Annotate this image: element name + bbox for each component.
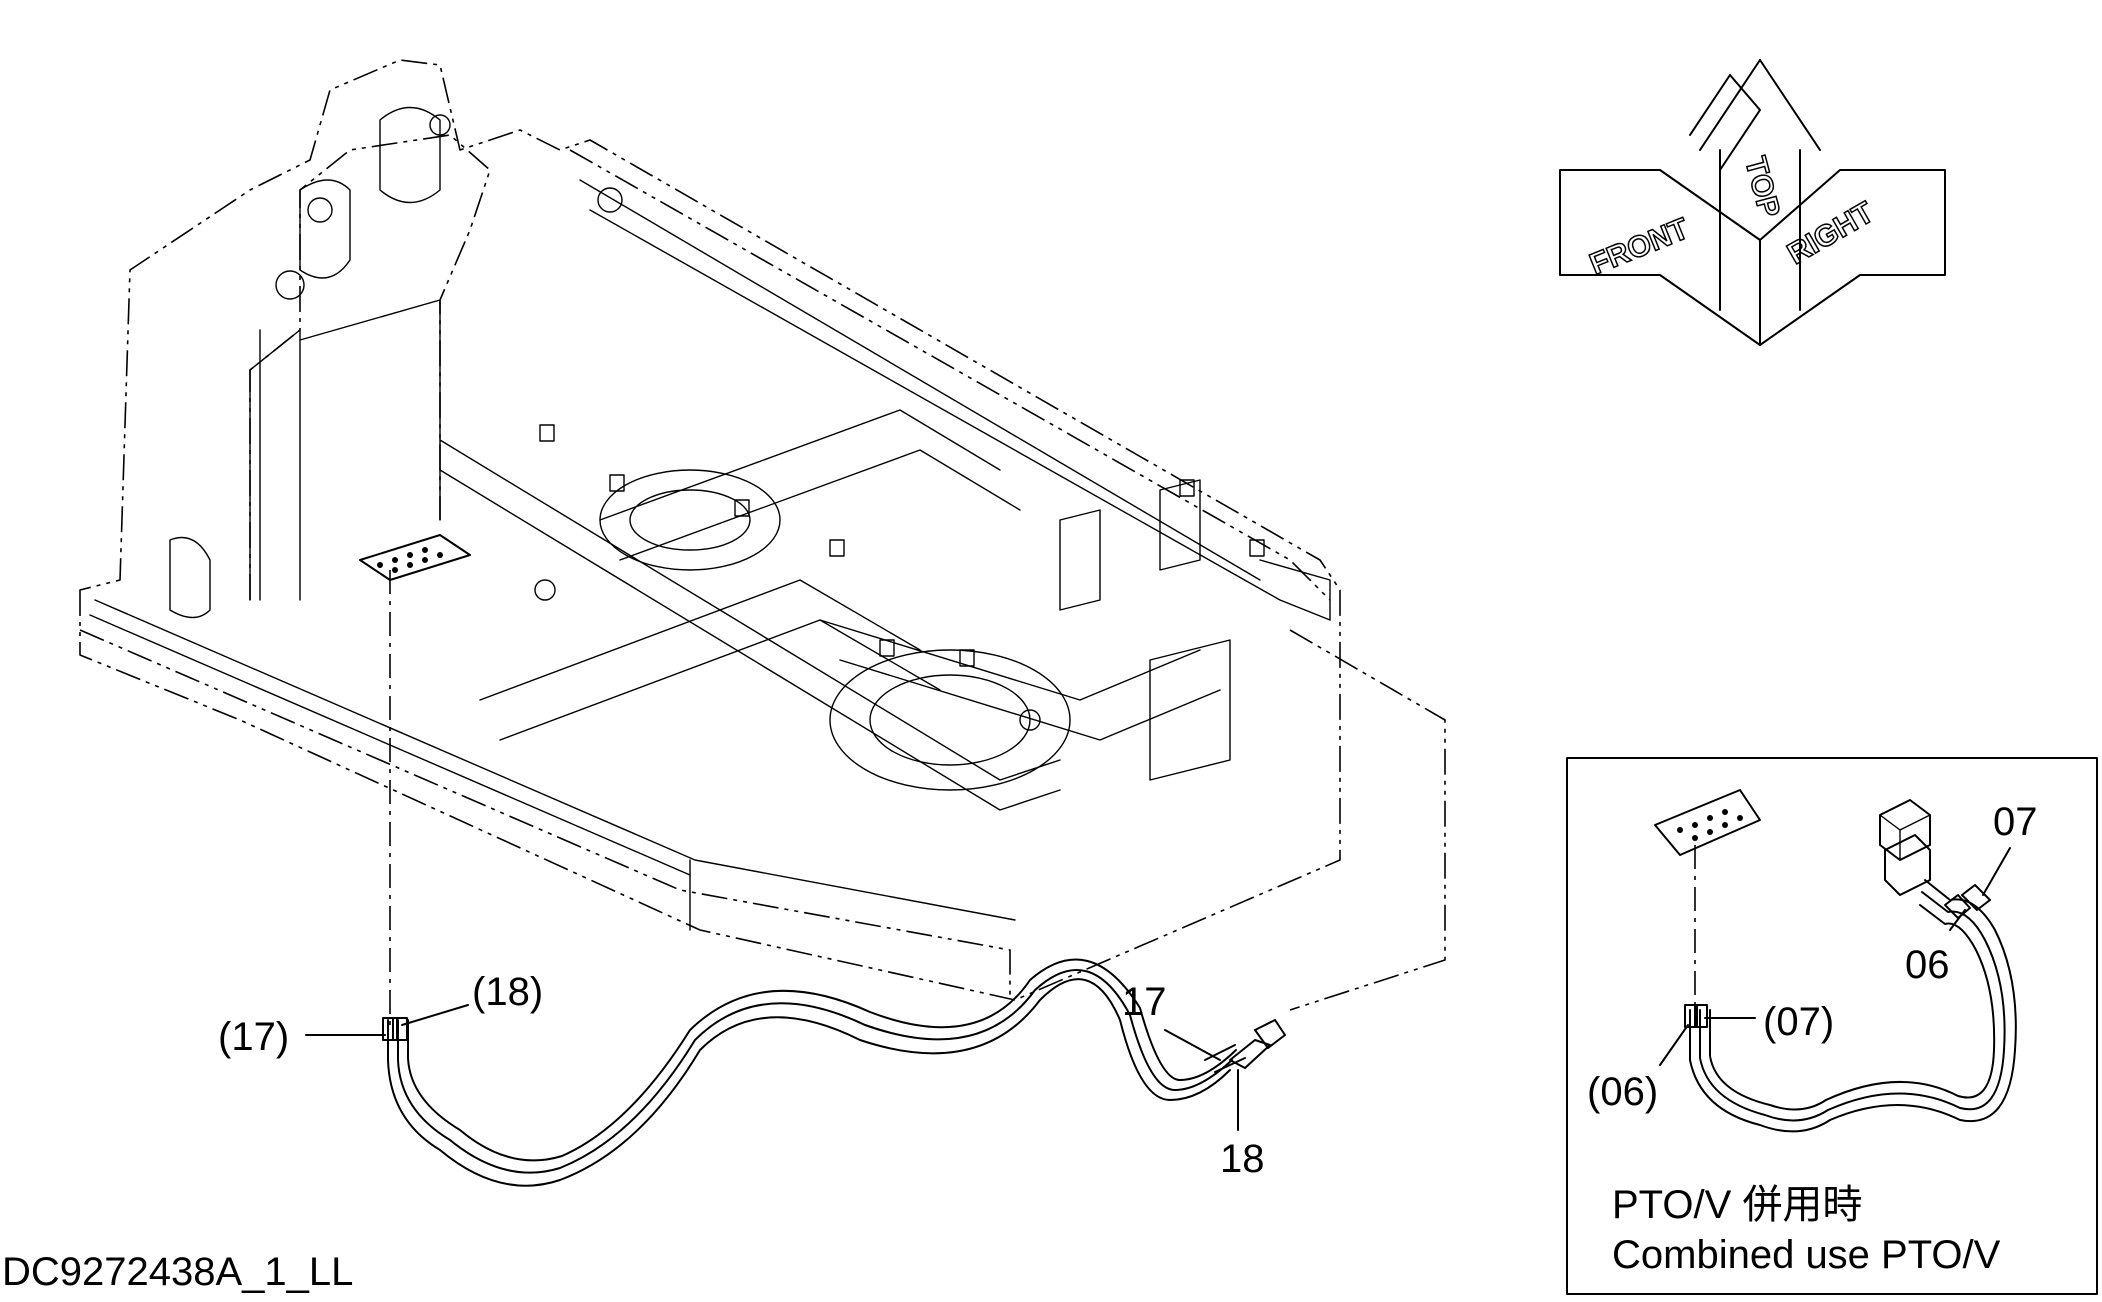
inset-callout-ref-07: (07) xyxy=(1763,1000,1834,1044)
inset-caption-en: Combined use PTO/V xyxy=(1612,1233,2001,1277)
orientation-top-label: TOP xyxy=(1738,153,1786,221)
inset-caption-jp: PTO/V 併用時 xyxy=(1612,1183,1862,1227)
orientation-indicator: FRONT TOP RIGHT xyxy=(1559,59,1946,346)
leader-lines xyxy=(305,1004,1239,1131)
callout-ref-18: (18) xyxy=(472,970,543,1014)
orientation-front-label: FRONT xyxy=(1585,212,1693,281)
inset-callout-part-06: 06 xyxy=(1905,943,1950,987)
inset-callout-ref-06: (06) xyxy=(1587,1070,1658,1114)
drawing-id: DC9272438A_1_LL xyxy=(2,1250,353,1294)
frame-assembly xyxy=(79,59,1446,1030)
callout-part-18: 18 xyxy=(1220,1137,1265,1181)
callout-part-17: 17 xyxy=(1122,980,1167,1024)
hose-assembly xyxy=(382,958,1286,1187)
callout-ref-17: (17) xyxy=(218,1015,289,1059)
inset-detail: 07 06 (07) (06) PTO/V 併用時 Combined use P… xyxy=(1566,757,2098,1295)
inset-callout-part-07: 07 xyxy=(1993,800,2038,844)
